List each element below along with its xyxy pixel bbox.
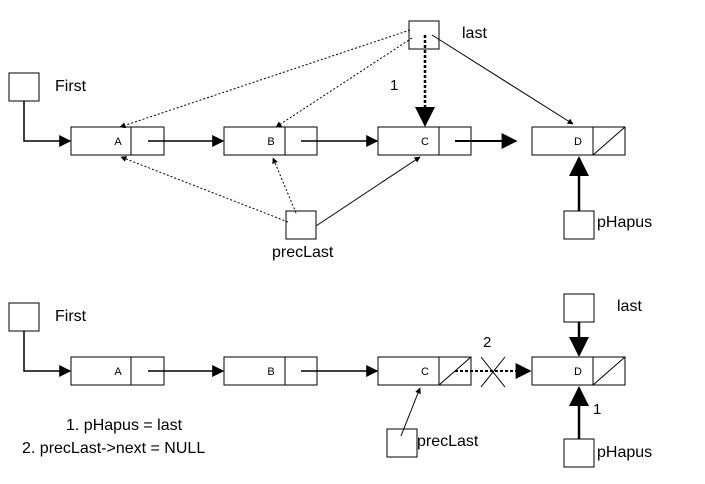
node-b-2-label: B xyxy=(267,366,274,378)
pHapus-pointer-box xyxy=(563,210,595,240)
last-label: last xyxy=(462,25,487,42)
node-d: D xyxy=(531,126,626,156)
prec-to-c-arrow xyxy=(315,156,421,227)
precLast-pointer-box xyxy=(285,210,317,240)
pHapus-pointer-box-2 xyxy=(563,438,595,468)
first-arrow xyxy=(23,101,72,147)
last-to-a-dotted xyxy=(119,29,411,129)
note-2: 2. precLast->next = NULL xyxy=(22,440,205,457)
bottom-diagram: A B C D First last precLast pHapus 1 2 1… xyxy=(8,293,652,468)
first-label: First xyxy=(55,78,87,95)
null-slash-icon xyxy=(592,126,626,156)
node-c-label: C xyxy=(421,136,429,148)
top-diagram: A B C D First last precLast pHapus 1 xyxy=(8,20,652,261)
prec-to-a-dotted xyxy=(120,156,289,223)
precLast-pointer-box-2 xyxy=(386,428,418,458)
last-pointer-box-2 xyxy=(563,293,595,323)
note-1: 1. pHapus = last xyxy=(66,417,183,434)
node-c-2-label: C xyxy=(421,366,429,378)
pHapus-label: pHapus xyxy=(597,214,652,231)
last-to-d-arrow xyxy=(431,34,574,125)
step-1-label: 1 xyxy=(390,77,398,94)
prec-to-b-dotted xyxy=(272,157,297,214)
pHapus-label-2: pHapus xyxy=(597,444,652,461)
cross-mark-icon xyxy=(480,356,506,388)
last-to-b-dotted xyxy=(275,37,413,128)
last-label-2: last xyxy=(617,298,642,315)
step-2-label: 2 xyxy=(483,334,491,351)
first-pointer-box xyxy=(8,72,40,102)
node-a-2-label: A xyxy=(114,366,122,378)
node-d-2-label: D xyxy=(574,366,582,378)
step-1-label-2: 1 xyxy=(593,401,601,418)
prec-to-c-arrow-2 xyxy=(400,387,421,437)
null-slash-icon-d xyxy=(592,356,626,386)
node-d-2: D xyxy=(531,356,626,386)
first-label-2: First xyxy=(55,308,87,325)
node-d-label: D xyxy=(574,136,582,148)
precLast-label: precLast xyxy=(272,244,334,261)
node-b-label: B xyxy=(267,136,274,148)
precLast-label-2: precLast xyxy=(417,433,479,450)
node-a-label: A xyxy=(114,136,122,148)
first-arrow-2 xyxy=(23,331,72,377)
first-pointer-box-2 xyxy=(8,302,40,332)
